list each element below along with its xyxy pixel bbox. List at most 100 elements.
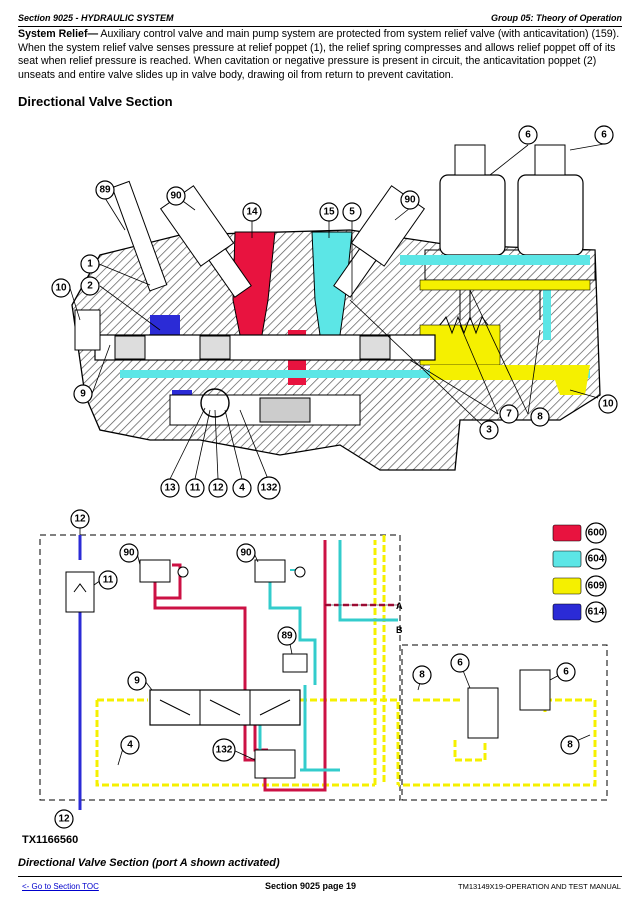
callout: 89	[277, 626, 297, 646]
svg-text:6: 6	[563, 667, 569, 678]
callout: 15	[319, 202, 339, 222]
legend-swatch-609	[552, 577, 582, 595]
callout: 6	[518, 125, 538, 145]
legend-swatch-600	[552, 524, 582, 542]
callout: 8	[560, 735, 580, 755]
svg-text:10: 10	[602, 399, 614, 410]
svg-text:9: 9	[80, 389, 86, 400]
svg-text:15: 15	[323, 207, 335, 218]
svg-text:89: 89	[281, 631, 293, 642]
callout: 9	[127, 671, 147, 691]
callout: 6	[556, 662, 576, 682]
svg-text:12: 12	[74, 514, 86, 525]
callout: 8	[412, 665, 432, 685]
svg-text:6: 6	[525, 130, 531, 141]
svg-text:90: 90	[170, 191, 182, 202]
svg-text:8: 8	[537, 412, 543, 423]
callout: 14	[242, 202, 262, 222]
svg-text:1: 1	[87, 259, 93, 270]
svg-text:11: 11	[190, 483, 201, 494]
hydraulic-schematic	[39, 534, 608, 810]
svg-text:6: 6	[601, 130, 607, 141]
callout: 3	[479, 420, 499, 440]
svg-text:3: 3	[486, 425, 492, 436]
callout: 9	[73, 384, 93, 404]
page-header: Section 9025 - HYDRAULIC SYSTEM Group 05…	[18, 12, 622, 27]
intro-paragraph: System Relief— Auxiliary control valve a…	[18, 28, 623, 82]
figure-id: TX1166560	[22, 834, 79, 846]
svg-text:8: 8	[567, 740, 573, 751]
callout: 132	[212, 738, 236, 762]
callout: 7	[499, 404, 519, 424]
svg-text:14: 14	[246, 207, 258, 218]
callout: 132	[257, 476, 281, 500]
valve-cutaway	[71, 144, 601, 471]
legend-swatch-614	[552, 603, 582, 621]
svg-text:90: 90	[404, 195, 416, 206]
callout: 90	[236, 543, 256, 563]
top-callouts: 89 90 14 15 5 90 6 6 1 2 10 9 10 7 8 3 1…	[51, 125, 618, 500]
svg-text:132: 132	[261, 483, 278, 494]
svg-text:7: 7	[506, 409, 512, 420]
port-b-label: B	[396, 625, 403, 635]
legend-swatch-604	[552, 550, 582, 568]
callout: 6	[450, 653, 470, 673]
legend-item: 600	[552, 522, 607, 544]
svg-text:8: 8	[419, 670, 425, 681]
callout: 12	[208, 478, 228, 498]
svg-text:614: 614	[588, 607, 605, 618]
callout: 90	[400, 190, 420, 210]
svg-text:12: 12	[58, 814, 70, 825]
color-legend: 600 604 609 614	[552, 522, 607, 623]
top-leaders	[69, 143, 605, 480]
svg-text:5: 5	[349, 207, 355, 218]
svg-text:4: 4	[239, 483, 245, 494]
header-group: Group 05: Theory of Operation	[490, 13, 622, 23]
callout: 90	[119, 543, 139, 563]
section-heading: Directional Valve Section	[18, 94, 173, 109]
svg-text:90: 90	[123, 548, 135, 559]
section-toc-link[interactable]: <- Go to Section TOC	[22, 882, 99, 891]
svg-text:2: 2	[87, 281, 93, 292]
callout: 6	[594, 125, 614, 145]
svg-text:10: 10	[55, 283, 67, 294]
callout: 10	[598, 394, 618, 414]
svg-text:13: 13	[164, 483, 176, 494]
svg-text:89: 89	[99, 185, 111, 196]
callout: 5	[342, 202, 362, 222]
callout: 1	[80, 254, 100, 274]
callout: 12	[54, 809, 74, 829]
callout: 12	[70, 509, 90, 529]
footer-page: Section 9025 page 19	[265, 881, 357, 891]
svg-text:9: 9	[134, 676, 140, 687]
svg-text:90: 90	[240, 548, 252, 559]
legend-item: 609	[552, 575, 607, 597]
svg-text:11: 11	[103, 575, 114, 586]
svg-text:604: 604	[588, 554, 605, 565]
figure-caption: Directional Valve Section (port A shown …	[18, 857, 280, 869]
callout: 10	[51, 278, 71, 298]
header-section: Section 9025 - HYDRAULIC SYSTEM	[18, 13, 174, 23]
callout: 4	[120, 735, 140, 755]
callout: 89	[95, 180, 115, 200]
svg-text:6: 6	[457, 658, 463, 669]
port-a-label: A	[396, 601, 403, 611]
callout: 8	[530, 407, 550, 427]
callout: 13	[160, 478, 180, 498]
callout: 4	[232, 478, 252, 498]
intro-text: Auxiliary control valve and main pump sy…	[18, 28, 620, 81]
svg-text:132: 132	[216, 745, 233, 756]
svg-text:609: 609	[588, 581, 605, 592]
svg-text:12: 12	[212, 483, 224, 494]
callout: 2	[80, 276, 100, 296]
intro-lead: System Relief—	[18, 28, 99, 40]
bottom-callouts: 12 11 90 90 89 9 8 6 6 4 132 8 12	[54, 509, 580, 829]
callout: 11	[98, 570, 118, 590]
callout: 90	[166, 186, 186, 206]
footer-manual: TM13149X19-OPERATION AND TEST MANUAL	[458, 882, 621, 891]
svg-text:4: 4	[127, 740, 133, 751]
callout: 11	[185, 478, 205, 498]
footer-rule	[18, 876, 622, 877]
legend-item: 614	[552, 601, 607, 623]
